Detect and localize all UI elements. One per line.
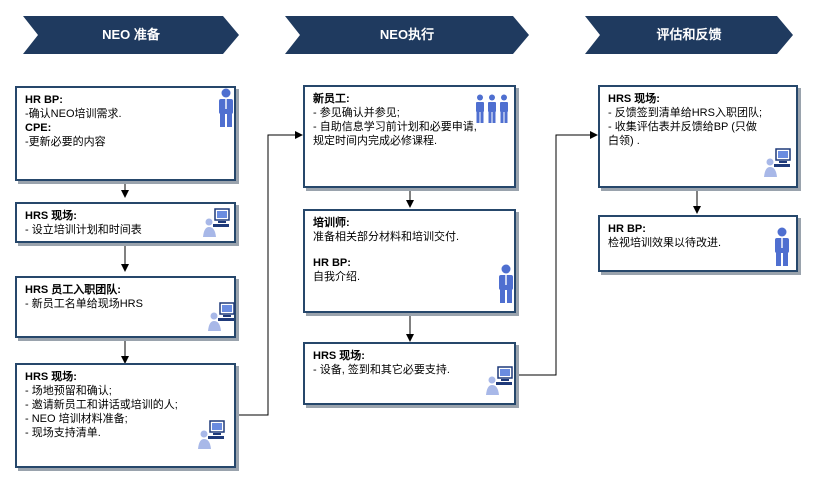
- chevron-shape: [585, 16, 793, 54]
- box-line: - 自助信息学习前计划和必要申请,: [313, 121, 477, 133]
- box-title: 新员工:: [313, 93, 350, 105]
- chevron-shape: [285, 16, 529, 54]
- box-hrs-site-prep: HRS 现场: - 场地预留和确认; - 邀请新员工和讲话或培训的人; - NE…: [15, 363, 236, 468]
- box-trainer-hrbp: 培训师: 准备相关部分材料和培训交付. HR BP: 自我介绍.: [303, 209, 516, 313]
- box-hrs-site-schedule: HRS 现场: - 设立培训计划和时间表: [15, 202, 236, 243]
- box-title: HRS 现场:: [25, 210, 77, 222]
- box-title: HRS 员工入职团队:: [25, 284, 121, 296]
- box-title: 培训师:: [313, 217, 350, 229]
- box-title: HRS 现场:: [25, 371, 77, 383]
- box-hrs-site-feedback: HRS 现场: - 反馈签到清单给HRS入职团队; - 收集评估表并反馈给BP …: [598, 85, 798, 188]
- box-line: -更新必要的内容: [25, 136, 106, 148]
- people-group-icon: [476, 94, 508, 123]
- header-label: NEO 准备: [102, 27, 160, 42]
- box-line: 规定时间内完成必修课程.: [313, 135, 438, 147]
- header-neo-prep: NEO 准备: [23, 16, 239, 54]
- box-title: HR BP:: [608, 223, 646, 235]
- header-neo-exec: NEO执行: [285, 16, 529, 54]
- box-hrs-site-support: HRS 现场: - 设备, 签到和其它必要支持.: [303, 342, 516, 405]
- box-title: HRS 现场:: [313, 350, 365, 362]
- chevron-shape: [23, 16, 239, 54]
- box-line: 自我介绍.: [313, 271, 361, 283]
- box-line: - 现场支持清单.: [25, 427, 101, 439]
- computer-user-icon: [208, 302, 235, 331]
- computer-user-icon: [486, 366, 513, 395]
- box-new-employee: 新员工: - 参见确认并参见; - 自助信息学习前计划和必要申请, 规定时间内完…: [303, 85, 516, 188]
- person-icon: [775, 227, 789, 266]
- box-line: - 设立培训计划和时间表: [25, 224, 142, 236]
- person-icon: [499, 264, 513, 303]
- person-icon: [219, 88, 233, 127]
- box-line: - 场地预留和确认;: [25, 385, 112, 397]
- computer-user-icon: [764, 148, 791, 177]
- box-title: HR BP:: [25, 94, 63, 106]
- box-line: - 新员工名单给现场HRS: [25, 298, 143, 310]
- box-line: - 反馈签到清单给HRS入职团队;: [608, 107, 762, 119]
- box-line: - NEO 培训材料准备;: [25, 413, 128, 425]
- computer-user-icon: [198, 420, 225, 449]
- arrow-c2-to-c3: [516, 131, 598, 376]
- box-line: 准备相关部分材料和培训交付.: [313, 231, 460, 243]
- header-label: 评估和反馈: [656, 27, 722, 42]
- box-title: CPE:: [25, 122, 52, 134]
- computer-user-icon: [203, 208, 230, 237]
- header-evaluation: 评估和反馈: [585, 16, 793, 54]
- box-hrbp-review: HR BP: 检视培训效果以待改进.: [598, 215, 798, 272]
- box-title: HR BP:: [313, 257, 351, 269]
- box-hrs-onboarding-team: HRS 员工入职团队: - 新员工名单给现场HRS: [15, 276, 236, 338]
- arrow-c1-to-c2: [236, 131, 303, 416]
- box-line: - 收集评估表并反馈给BP (只做: [608, 121, 757, 133]
- box-line: - 设备, 签到和其它必要支持.: [313, 364, 450, 376]
- header-label: NEO执行: [379, 27, 435, 42]
- box-title: HRS 现场:: [608, 93, 660, 105]
- box-line: -确认NEO培训需求.: [25, 108, 122, 120]
- box-line: 白领) .: [608, 135, 640, 147]
- box-line: - 参见确认并参见;: [313, 107, 400, 119]
- box-hrbp-cpe: HR BP: -确认NEO培训需求. CPE: -更新必要的内容: [15, 86, 236, 181]
- box-line: 检视培训效果以待改进.: [608, 237, 722, 249]
- box-line: - 邀请新员工和讲话或培训的人;: [25, 399, 178, 411]
